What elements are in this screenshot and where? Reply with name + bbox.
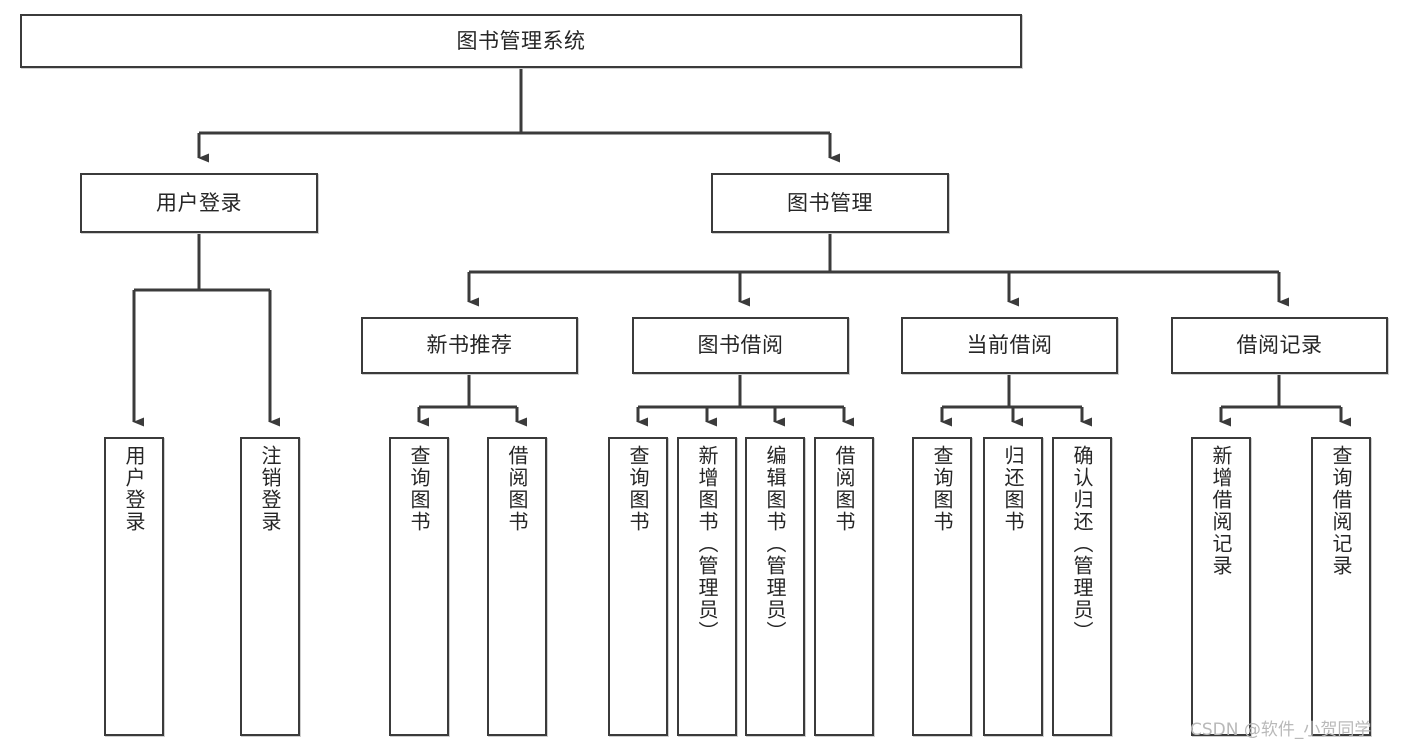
leaf-add-borrow-record[interactable]: 新增借阅记录 xyxy=(1191,437,1251,736)
node-label: 新增图书（管理员） xyxy=(695,445,719,643)
node-current-borrow[interactable]: 当前借阅 xyxy=(901,317,1118,374)
leaf-borrow-book-newbook[interactable]: 借阅图书 xyxy=(487,437,547,736)
node-borrow-record[interactable]: 借阅记录 xyxy=(1171,317,1388,374)
node-label: 图书管理系统 xyxy=(456,28,586,53)
leaf-query-book-borrow[interactable]: 查询图书 xyxy=(608,437,668,736)
node-label: 图书借阅 xyxy=(697,333,784,358)
node-label: 用户登录 xyxy=(156,190,242,215)
leaf-edit-book-admin[interactable]: 编辑图书（管理员） xyxy=(745,437,805,736)
leaf-logout[interactable]: 注销登录 xyxy=(240,437,300,736)
csdn-watermark: CSDN @软件_小贺同学 xyxy=(1190,720,1372,740)
leaf-user-login[interactable]: 用户登录 xyxy=(104,437,164,736)
node-label: 查询图书 xyxy=(407,445,431,533)
node-root-system[interactable]: 图书管理系统 xyxy=(20,14,1022,68)
node-label: 借阅记录 xyxy=(1236,333,1323,358)
leaf-query-book-current[interactable]: 查询图书 xyxy=(912,437,972,736)
node-label: 查询借阅记录 xyxy=(1329,445,1353,577)
leaf-return-book[interactable]: 归还图书 xyxy=(983,437,1043,736)
leaf-add-book-admin[interactable]: 新增图书（管理员） xyxy=(677,437,737,736)
leaf-borrow-book[interactable]: 借阅图书 xyxy=(814,437,874,736)
node-label: 编辑图书（管理员） xyxy=(763,445,787,643)
node-label: 借阅图书 xyxy=(505,445,529,533)
node-book-borrow[interactable]: 图书借阅 xyxy=(632,317,849,374)
node-new-book-recommend[interactable]: 新书推荐 xyxy=(361,317,578,374)
node-label: 查询图书 xyxy=(930,445,954,533)
leaf-query-book-newbook[interactable]: 查询图书 xyxy=(389,437,449,736)
node-label: 查询图书 xyxy=(626,445,650,533)
node-label: 当前借阅 xyxy=(966,333,1053,358)
node-label: 归还图书 xyxy=(1001,445,1025,533)
node-label: 借阅图书 xyxy=(832,445,856,533)
leaf-confirm-return-admin[interactable]: 确认归还（管理员） xyxy=(1052,437,1112,736)
node-label: 用户登录 xyxy=(122,445,146,533)
node-label: 图书管理 xyxy=(787,190,873,215)
node-user-login[interactable]: 用户登录 xyxy=(80,173,318,233)
node-label: 确认归还（管理员） xyxy=(1070,445,1094,643)
leaf-query-borrow-record[interactable]: 查询借阅记录 xyxy=(1311,437,1371,736)
node-label: 新增借阅记录 xyxy=(1209,445,1233,577)
node-book-management[interactable]: 图书管理 xyxy=(711,173,949,233)
node-label: 注销登录 xyxy=(258,445,282,533)
node-label: 新书推荐 xyxy=(426,333,513,358)
